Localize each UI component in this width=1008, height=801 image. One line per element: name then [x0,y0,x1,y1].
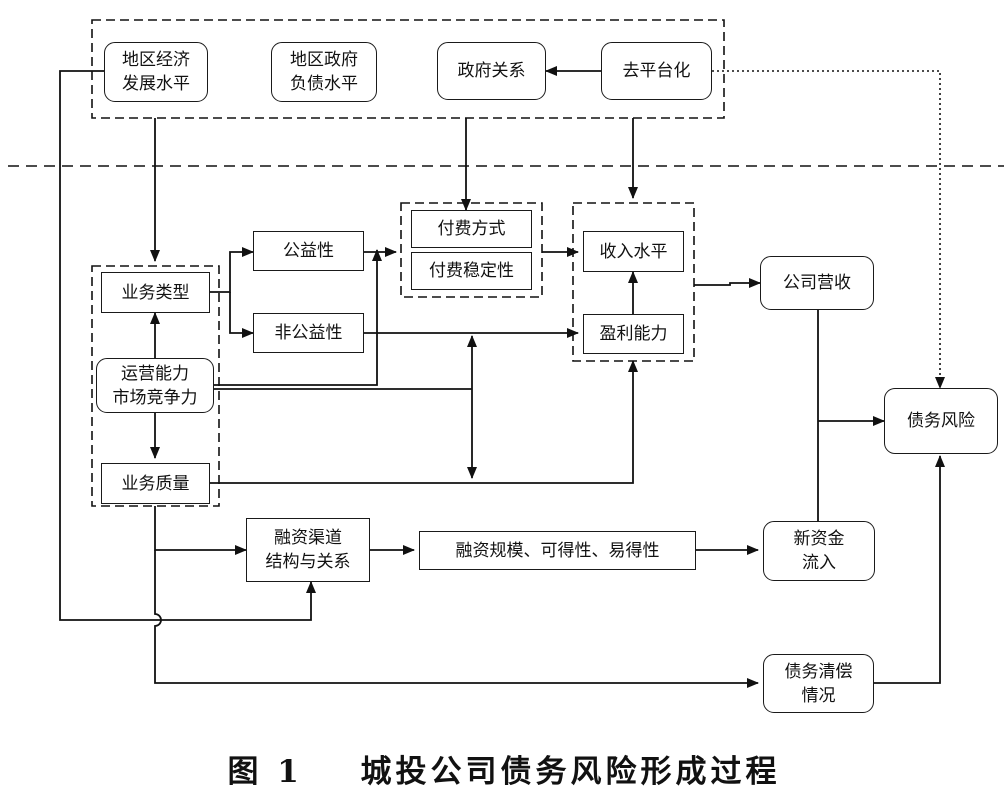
node-payment-method: 付费方式 [411,210,532,248]
node-de-platform: 去平台化 [601,42,712,100]
edge-businesstype-nonpublic [229,292,254,338]
group-frame-business [91,265,220,507]
node-debt-risk: 债务风险 [884,388,998,454]
figure-caption-label: 图 1 [227,754,303,790]
edge-repayment-debtrisk [874,455,945,684]
group-frame-external [91,19,725,119]
node-regional-debt: 地区政府 负债水平 [271,42,377,102]
node-income-level: 收入水平 [583,231,684,272]
edge-quality-financing [154,506,247,555]
node-regional-economy: 地区经济 发展水平 [104,42,208,102]
edge-operating-payment [214,249,382,386]
node-business-quality: 业务质量 [101,463,210,504]
node-financing-channel: 融资渠道 结构与关系 [246,518,370,582]
edge-regional-financing [59,70,316,621]
edge-quality-repayment [154,550,759,688]
edge-quality-profit [210,360,638,484]
node-gov-relation: 政府关系 [437,42,546,100]
node-non-public-welfare: 非公益性 [253,313,364,353]
node-debt-repayment: 债务清偿 情况 [763,654,874,713]
node-operating-capacity: 运营能力 市场竞争力 [96,358,214,413]
node-new-funds: 新资金 流入 [763,521,875,581]
edge-deplatform-debtrisk [712,70,945,389]
node-profitability: 盈利能力 [583,314,684,354]
edge-businesstype-public [210,247,254,293]
node-public-welfare: 公益性 [253,231,364,271]
group-frame-payment [400,202,543,298]
node-company-revenue: 公司营收 [760,256,874,310]
edge-income-revenue [694,278,761,288]
figure-caption-title: 城投公司债务风险形成过程 [360,754,781,790]
node-payment-stability: 付费稳定性 [411,252,532,290]
node-financing-scale: 融资规模、可得性、易得性 [419,531,696,570]
figure-caption: 图 1 城投公司债务风险形成过程 [0,746,1008,791]
node-business-type: 业务类型 [101,272,210,313]
